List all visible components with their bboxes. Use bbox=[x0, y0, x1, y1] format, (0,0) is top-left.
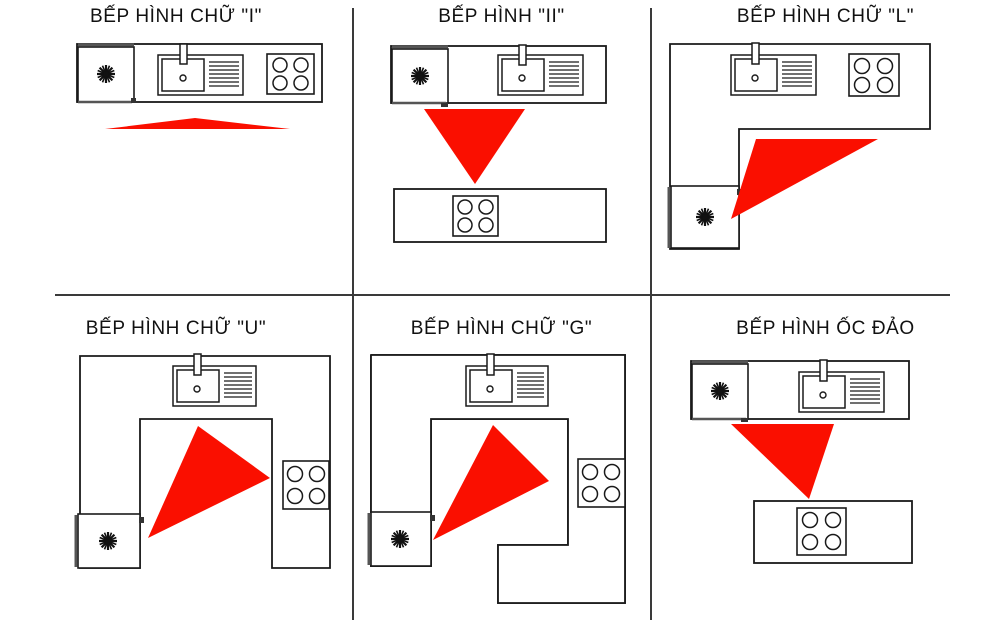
work-triangle bbox=[148, 426, 270, 538]
cooktop-4-burner-icon bbox=[577, 458, 626, 508]
snowflake-icon bbox=[391, 530, 409, 548]
diagram-island bbox=[690, 359, 913, 564]
panel-title-l-shape: BẾP HÌNH CHỮ "L" bbox=[736, 6, 915, 27]
snowflake-icon bbox=[97, 65, 115, 83]
cooktop-4-burner-icon bbox=[796, 507, 847, 556]
diagram-l-shape bbox=[667, 42, 931, 250]
cooktop-4-burner-icon bbox=[848, 53, 900, 97]
panel-island: BẾP HÌNH ỐC ĐẢO bbox=[651, 296, 1000, 628]
panel-g-shape: BẾP HÌNH CHỮ "G" bbox=[353, 296, 650, 628]
cooktop-4-burner-icon bbox=[266, 53, 315, 95]
snowflake-icon bbox=[696, 208, 714, 226]
work-triangle bbox=[433, 425, 549, 540]
sink-icon bbox=[157, 43, 244, 96]
panel-title-g-shape: BẾP HÌNH CHỮ "G" bbox=[410, 318, 593, 339]
diagram-ii-shape bbox=[390, 44, 607, 243]
panel-l-shape: BẾP HÌNH CHỮ "L" bbox=[651, 0, 1000, 294]
sink-icon bbox=[172, 353, 257, 407]
panel-title-island: BẾP HÌNH ỐC ĐẢO bbox=[736, 318, 915, 339]
sink-icon bbox=[497, 44, 584, 96]
panel-ii-shape: BẾP HÌNH "II" bbox=[353, 0, 650, 294]
sink-icon bbox=[730, 42, 817, 96]
grid-divider-vertical-left bbox=[352, 8, 354, 620]
snowflake-icon bbox=[711, 382, 729, 400]
cooktop-4-burner-icon bbox=[282, 460, 330, 510]
work-triangle bbox=[105, 118, 290, 129]
diagram-i-shape bbox=[76, 43, 323, 129]
diagram-u-shape bbox=[74, 353, 331, 569]
work-triangle bbox=[731, 424, 834, 499]
work-triangle bbox=[731, 139, 878, 219]
panel-u-shape: BẾP HÌNH CHỮ "U" bbox=[0, 296, 352, 628]
sink-icon bbox=[798, 359, 885, 413]
snowflake-icon bbox=[411, 67, 429, 85]
work-triangle bbox=[424, 109, 525, 184]
diagram-g-shape bbox=[367, 353, 626, 604]
grid-divider-vertical-right bbox=[650, 8, 652, 620]
grid-divider-horizontal bbox=[55, 294, 950, 296]
panel-title-i-shape: BẾP HÌNH CHỮ "I" bbox=[90, 6, 262, 27]
panel-title-u-shape: BẾP HÌNH CHỮ "U" bbox=[85, 318, 267, 339]
panel-title-ii-shape: BẾP HÌNH "II" bbox=[438, 6, 565, 27]
sink-icon bbox=[465, 353, 549, 407]
panel-i-shape: BẾP HÌNH CHỮ "I" bbox=[0, 0, 352, 294]
snowflake-icon bbox=[99, 532, 117, 550]
cooktop-4-burner-icon bbox=[452, 195, 499, 237]
